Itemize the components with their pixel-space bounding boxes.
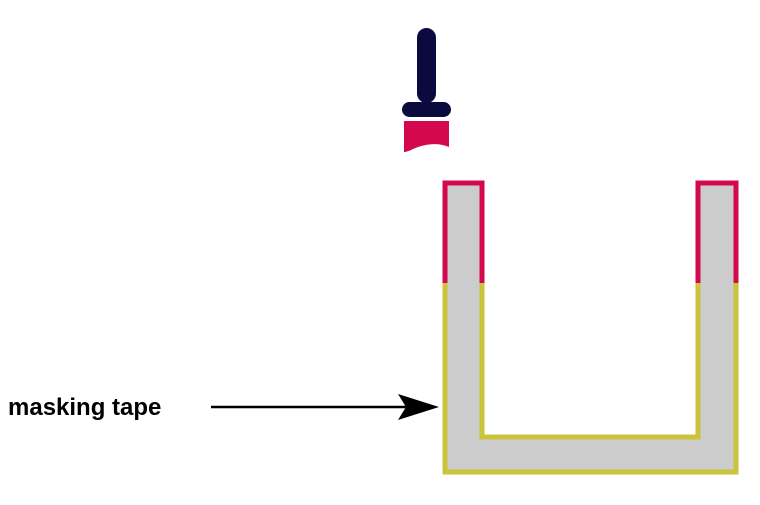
channel-fill <box>445 183 736 472</box>
masking-tape-label: masking tape <box>8 394 161 421</box>
paint-brush-icon <box>402 28 451 152</box>
tape-outer-border <box>442 283 739 475</box>
left-wall-paint-border <box>442 180 485 283</box>
right-wall-paint-border <box>695 180 739 283</box>
u-channel <box>442 180 739 475</box>
arrow-head-icon <box>398 394 439 420</box>
brush-ferrule <box>402 102 451 117</box>
brush-bristles <box>404 121 449 152</box>
tape-inner-border <box>479 283 701 440</box>
label-arrow <box>211 394 439 420</box>
brush-handle <box>417 28 436 103</box>
